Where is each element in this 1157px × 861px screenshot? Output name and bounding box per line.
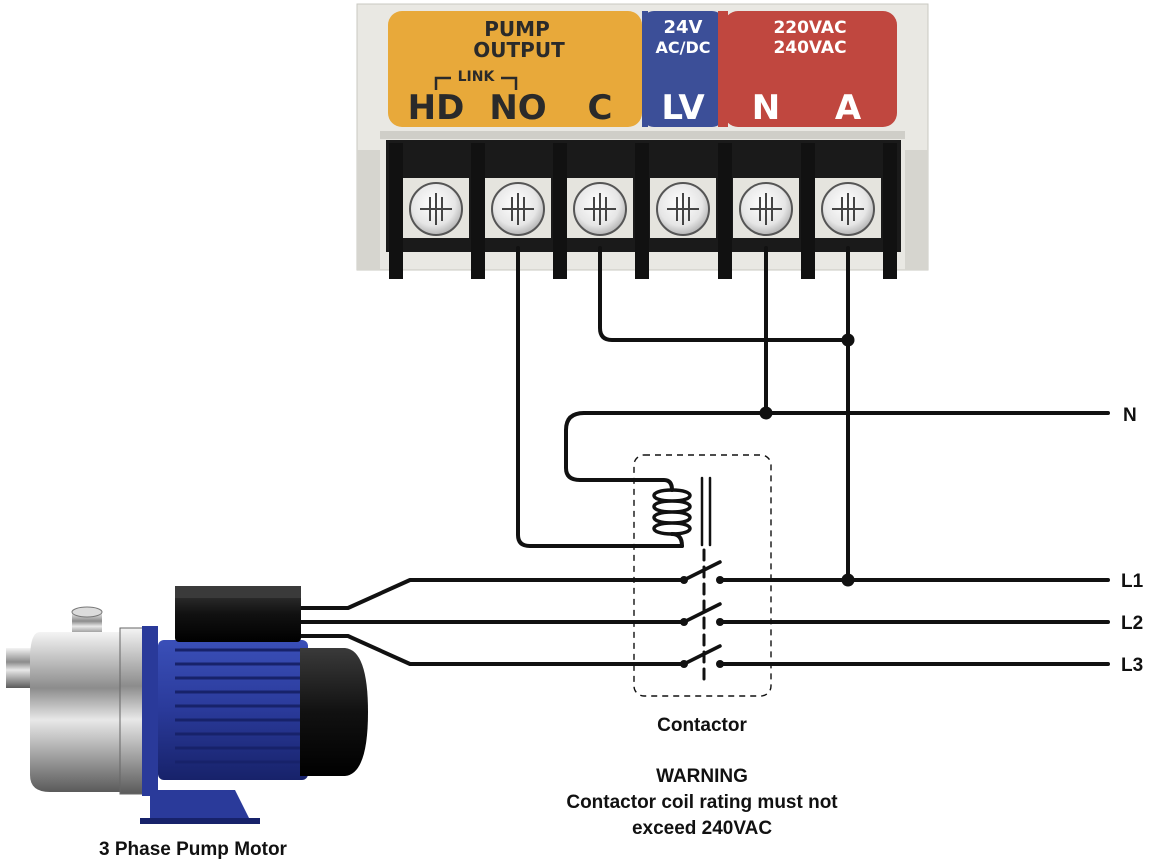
terminal-label-c: C [588, 88, 613, 128]
pump-output-line2: OUTPUT [473, 38, 565, 62]
warning-line1: Contactor coil rating must not [566, 792, 838, 813]
junction-dot [841, 333, 855, 347]
wire-c-to-a [598, 246, 850, 342]
terminal-label-no: NO [489, 88, 546, 128]
motor-wire-1 [298, 578, 686, 610]
switch-l1 [682, 560, 722, 582]
voltage-lv-line1: 24V [664, 17, 703, 38]
switch-l2 [682, 602, 722, 624]
line-label-l2: L2 [1121, 613, 1143, 634]
contactor-boundary [633, 454, 772, 697]
line-label-l1: L1 [1121, 571, 1144, 592]
terminal-block: PUMP OUTPUT LINK 24V AC/DC 220VAC 240VAC… [356, 3, 929, 279]
screw-slot-icon [584, 193, 616, 225]
wire-no-to-coil [516, 246, 684, 548]
voltage-mains-line2: 240VAC [773, 38, 846, 58]
screw-slot-icon [420, 193, 452, 225]
terminal-separator [801, 143, 815, 279]
contact-dot [680, 618, 688, 626]
link-label: LINK [458, 69, 496, 85]
terminal-label-n: N [752, 88, 780, 128]
terminal-separator [718, 143, 732, 279]
warning-line2: exceed 240VAC [632, 818, 772, 839]
terminal-label-lv: LV [661, 88, 705, 128]
screw-slot-icon [667, 193, 699, 225]
wires [298, 246, 1110, 682]
contactor-coil [652, 488, 692, 536]
motor-wire-3 [298, 634, 686, 666]
wire-coil-end [670, 532, 684, 548]
pump-output-line1: PUMP [484, 17, 549, 41]
junction-dot [841, 573, 855, 587]
coil-core [700, 476, 712, 547]
terminal-separator [389, 143, 403, 279]
low-voltage-panel [642, 11, 724, 127]
screw-slot-icon [832, 193, 864, 225]
contact-dot [680, 660, 688, 668]
terminal-label-a: A [835, 88, 862, 128]
voltage-lv-line2: AC/DC [656, 38, 711, 57]
junction-dot [759, 406, 773, 420]
pump-output-panel [388, 11, 642, 127]
terminal-label-hd: HD [408, 88, 465, 128]
screw-slot-icon [502, 193, 534, 225]
contact-dot [680, 576, 688, 584]
wire-coil-neutral [564, 411, 674, 492]
contact-dot [716, 576, 724, 584]
motor-label: 3 Phase Pump Motor [99, 839, 288, 860]
link-bracket [434, 76, 518, 90]
pump-motor-image [6, 586, 368, 824]
terminal-separator [471, 143, 485, 279]
line-label-n: N [1123, 405, 1137, 426]
contact-dot [716, 618, 724, 626]
contactor-label: Contactor [657, 715, 747, 736]
line-label-l3: L3 [1121, 655, 1143, 676]
terminal-screws [389, 143, 897, 279]
switch-l3 [682, 644, 722, 666]
terminal-separator [883, 143, 897, 279]
warning-title: WARNING [656, 766, 748, 787]
mains-panel [724, 11, 897, 127]
junctions [680, 333, 855, 668]
contact-dot [716, 660, 724, 668]
terminal-separator [635, 143, 649, 279]
screw-slot-icon [750, 193, 782, 225]
voltage-mains-line1: 220VAC [773, 18, 846, 38]
terminal-separator [553, 143, 567, 279]
